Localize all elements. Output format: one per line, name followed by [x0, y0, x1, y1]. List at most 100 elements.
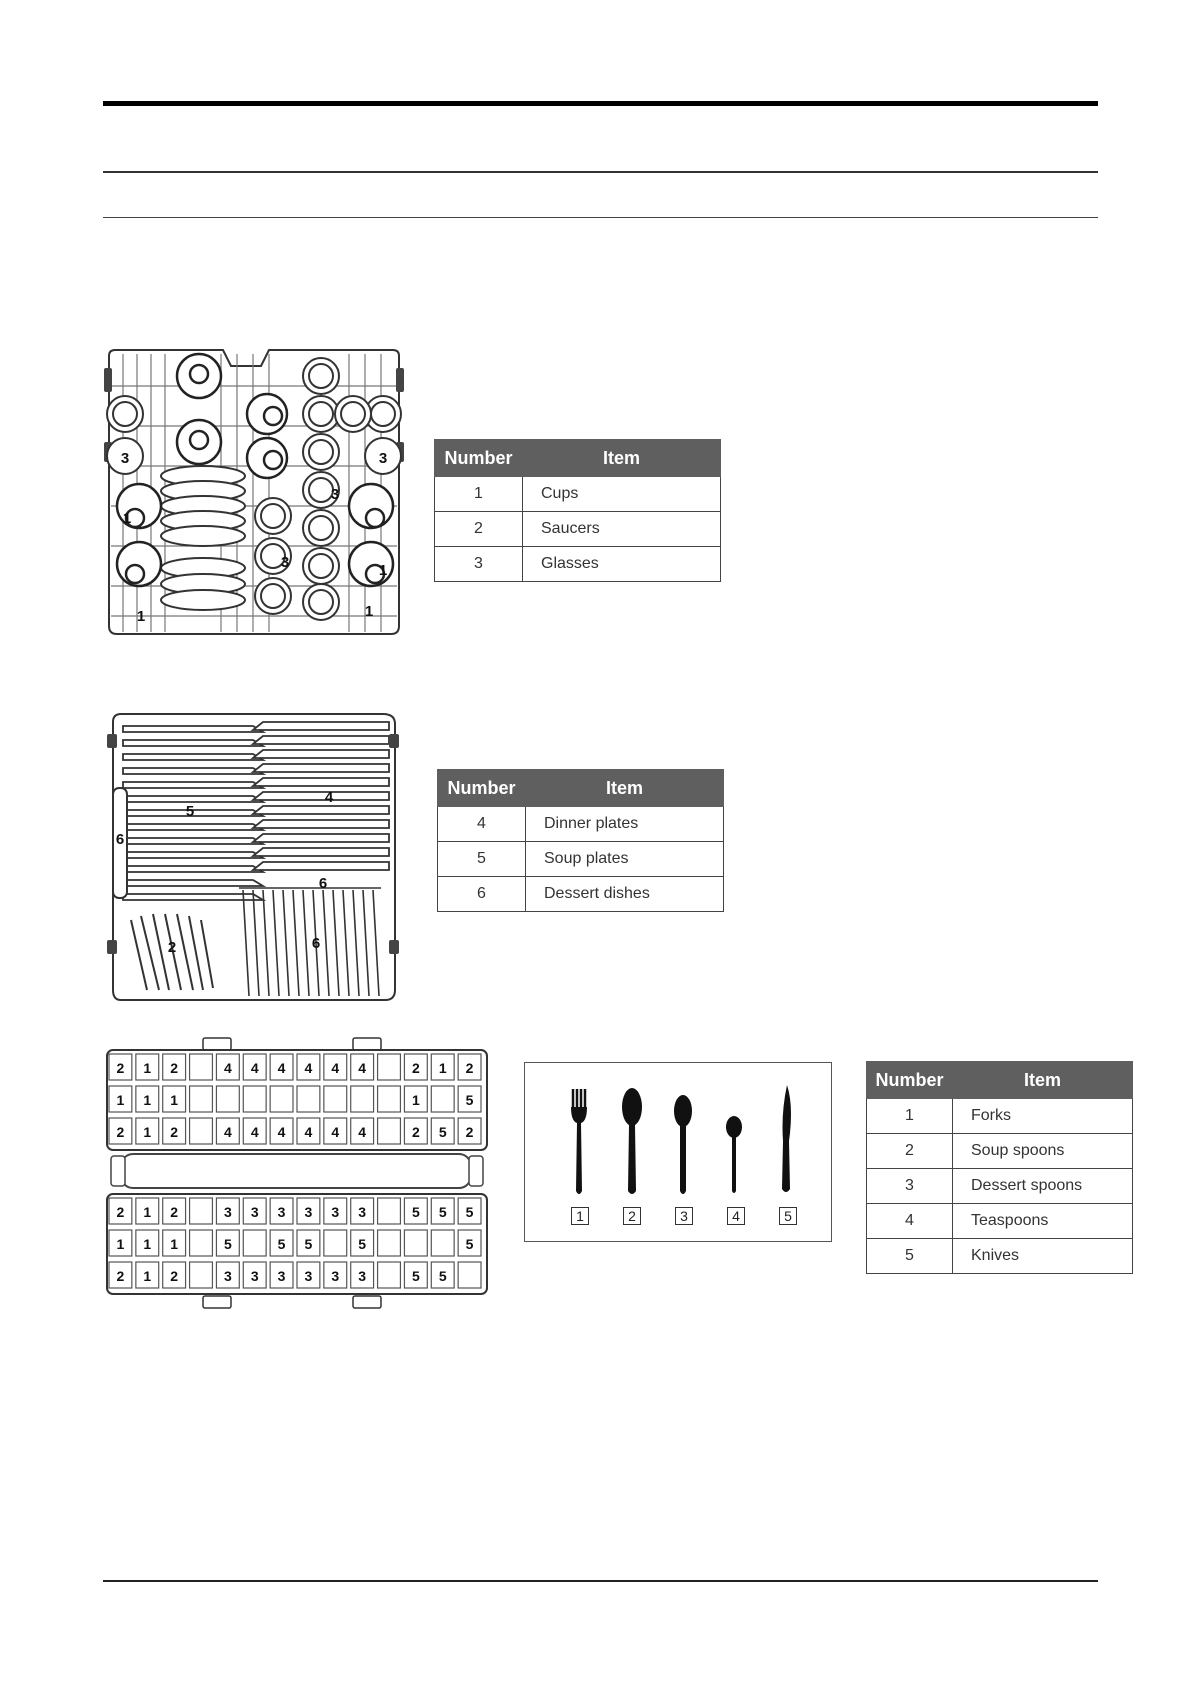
tray-slot	[350, 1229, 375, 1257]
tray-slot-label: 2	[170, 1204, 178, 1220]
fork-icon	[571, 1089, 587, 1194]
tray-slot-label: 4	[224, 1060, 232, 1076]
tray-slot	[296, 1053, 321, 1081]
tray-slot	[430, 1117, 455, 1145]
table-cell-item: Knives	[952, 1238, 1133, 1274]
tray-slot	[323, 1229, 348, 1257]
tray-slot	[242, 1053, 267, 1081]
tray-slot	[108, 1053, 133, 1081]
tray-slot	[457, 1117, 482, 1145]
tray-slot	[323, 1261, 348, 1289]
tray-slot	[296, 1117, 321, 1145]
tray-slot-label: 4	[331, 1124, 339, 1140]
tray-slot	[269, 1229, 294, 1257]
table-row: 1 Cups	[434, 476, 721, 512]
tray-slot-label: 5	[439, 1204, 447, 1220]
tray-slot	[162, 1261, 187, 1289]
tray-slot-label: 4	[358, 1124, 366, 1140]
tray-slot-label: 2	[170, 1060, 178, 1076]
tray-slot	[323, 1117, 348, 1145]
tray-slot	[215, 1117, 240, 1145]
knife-icon	[782, 1085, 791, 1192]
tray-slot-label: 3	[251, 1204, 259, 1220]
tray-slot	[403, 1229, 428, 1257]
cutlery-number-label: 3	[675, 1207, 693, 1225]
tray-slot-label: 3	[358, 1204, 366, 1220]
tray-slot-label: 5	[466, 1204, 474, 1220]
tray-slot	[376, 1117, 402, 1145]
teaspoon-icon	[726, 1116, 742, 1193]
tray-slot-label: 3	[331, 1268, 339, 1284]
tray-slot	[135, 1053, 160, 1081]
tray-slot	[376, 1053, 402, 1081]
table-cell-number: 2	[434, 511, 523, 547]
tray-slot-label: 5	[224, 1236, 232, 1252]
tray-slot-label: 3	[278, 1204, 286, 1220]
tray-slot-label: 5	[358, 1236, 366, 1252]
cutlery-number-label: 1	[571, 1207, 589, 1225]
tray-slot	[162, 1085, 187, 1113]
table-cell-item: Dessert dishes	[525, 876, 724, 912]
tray-slot	[215, 1229, 240, 1257]
tray-slot-label: 3	[251, 1268, 259, 1284]
tray-slot	[215, 1085, 240, 1113]
tray-slot	[457, 1261, 482, 1289]
tray-slot-label: 2	[170, 1124, 178, 1140]
tray-slot-label: 2	[412, 1124, 420, 1140]
upper-label: 3	[331, 486, 339, 503]
table-cell-item: Glasses	[522, 546, 721, 582]
table-cell-item: Saucers	[522, 511, 721, 547]
soup-spoon-icon	[622, 1088, 642, 1194]
table-cell-item: Dessert spoons	[952, 1168, 1133, 1204]
tray-slot-label: 3	[331, 1204, 339, 1220]
tray-slot	[108, 1229, 133, 1257]
upper-label: 1	[123, 510, 131, 527]
tray-slot	[188, 1229, 214, 1257]
table-header-number: Number	[437, 769, 526, 807]
tray-slot-label: 1	[117, 1092, 125, 1108]
tray-slot	[215, 1197, 240, 1225]
table-row: 2 Saucers	[434, 511, 721, 547]
cutlery-legend-box: 1 2 3 4 5	[524, 1062, 832, 1242]
lower-basket-diagram: 5 4 6 6 2 6	[103, 708, 413, 1008]
tray-slot	[376, 1197, 402, 1225]
table-row: 6 Dessert dishes	[437, 876, 724, 912]
tray-slot-label: 3	[305, 1268, 313, 1284]
upper-label: 1	[365, 603, 373, 620]
cutlery-number-label: 5	[779, 1207, 797, 1225]
table-header-number: Number	[866, 1061, 953, 1099]
tray-slot	[350, 1053, 375, 1081]
tray-slot	[350, 1085, 375, 1113]
table-row: 5 Knives	[866, 1238, 1133, 1274]
tray-slot	[376, 1229, 402, 1257]
lower-label: 6	[116, 831, 124, 848]
tray-slot-label: 4	[305, 1124, 313, 1140]
tray-slot	[135, 1117, 160, 1145]
tray-slot-label: 4	[278, 1124, 286, 1140]
tray-slot	[242, 1117, 267, 1145]
table-cell-item: Forks	[952, 1098, 1133, 1134]
upper-label: 3	[379, 450, 387, 467]
table-cell-number: 3	[434, 546, 523, 582]
table-cell-number: 4	[866, 1203, 953, 1239]
tray-slot	[457, 1197, 482, 1225]
upper-label: 1	[137, 608, 145, 625]
tray-slot-label: 1	[412, 1092, 420, 1108]
tray-slot	[135, 1261, 160, 1289]
tray-slot	[403, 1053, 428, 1081]
table-cell-number: 1	[434, 476, 523, 512]
tray-slot-label: 2	[466, 1124, 474, 1140]
tray-slot	[162, 1229, 187, 1257]
tray-slot	[350, 1197, 375, 1225]
table-header-item: Item	[525, 769, 724, 807]
tray-slot-label: 2	[412, 1060, 420, 1076]
header-rule-thick	[103, 101, 1098, 106]
tray-slot	[269, 1053, 294, 1081]
tray-slot	[242, 1197, 267, 1225]
upper-basket-table: Number Item 1 Cups 2 Saucers 3 Glasses	[434, 439, 721, 582]
tray-slot-label: 3	[224, 1268, 232, 1284]
tray-slot	[457, 1229, 482, 1257]
tray-slot	[403, 1117, 428, 1145]
lower-label: 5	[186, 803, 194, 820]
